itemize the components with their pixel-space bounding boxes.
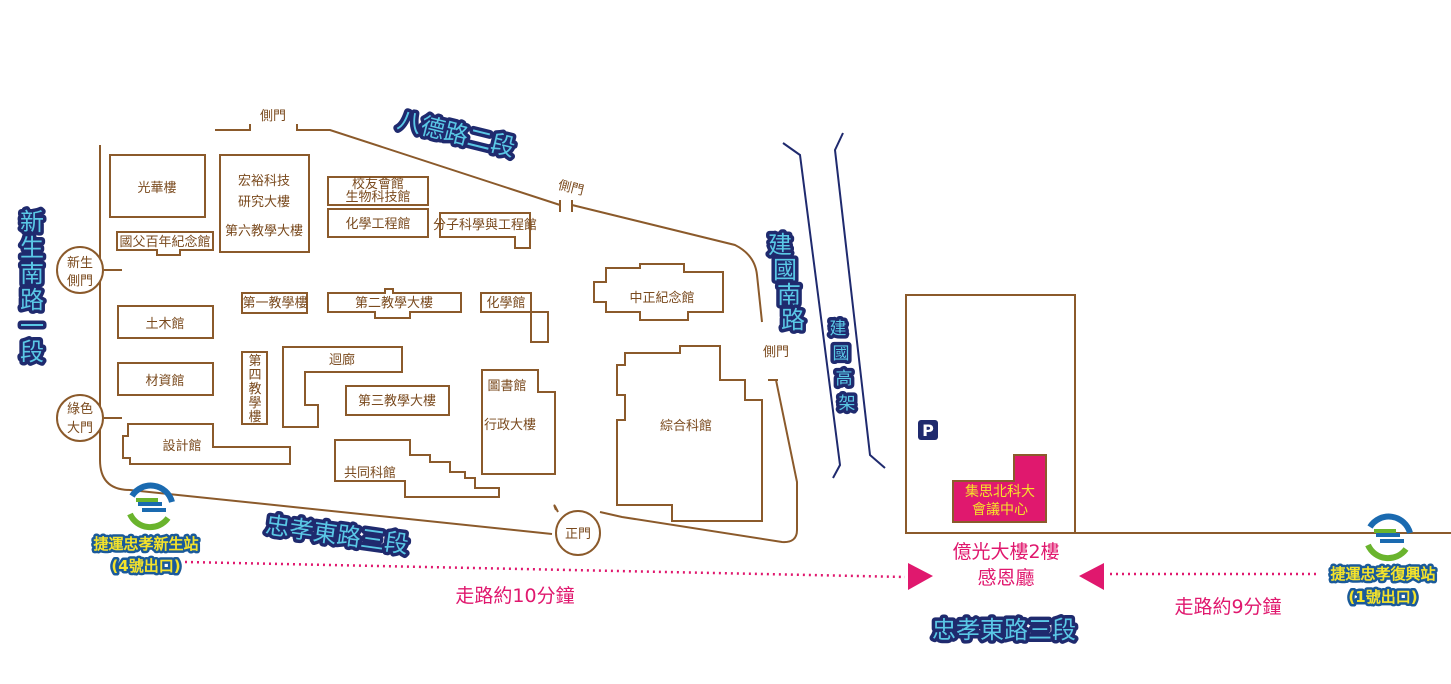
xinsheng-side-gate-label-1: 新生 (67, 255, 93, 271)
main-gate (555, 510, 601, 556)
label-general: 共同科館 (344, 466, 396, 481)
green-gate (56, 394, 104, 442)
road-char: 生 (20, 234, 44, 262)
label-alumni-2: 生物科技館 (345, 190, 410, 205)
arrow-left-icon (1079, 563, 1104, 590)
walk-time-left: 走路約10分鐘 (455, 585, 574, 607)
label-admin: 行政大樓 (484, 418, 536, 433)
label-chiang: 中正紀念館 (629, 290, 694, 306)
building-alumni (327, 176, 429, 206)
building-corridor (282, 346, 403, 428)
label-hongyu-2: 研究大樓 (238, 195, 290, 210)
label-sun-yat-sen: 國父百年紀念館 (119, 234, 210, 250)
venue-building-label-1: 億光大樓2樓 (952, 541, 1059, 563)
road-jianguo-viaduct: 建 國 高 架 (826, 316, 859, 418)
building-second (327, 288, 462, 319)
building-design (122, 423, 291, 465)
road-jianguo-south: 建 國 南 路 (765, 228, 809, 338)
road-zhongxiao-right: 忠孝東路三段 (932, 616, 1076, 644)
building-hongyu (219, 154, 310, 253)
arrow-right-icon (908, 563, 933, 590)
conference-center (952, 454, 1047, 523)
label-design: 設計館 (162, 438, 201, 454)
building-fourth (241, 351, 268, 425)
mrt-logo-icon (1365, 513, 1413, 562)
label-fourth-char: 教 (248, 381, 261, 397)
building-chem-eng (327, 208, 429, 238)
walk-route-left (184, 560, 906, 579)
parking-icon (918, 420, 938, 440)
label-fourth: 第 四 教 學 樓 (248, 354, 261, 425)
building-civil (117, 305, 214, 339)
mrt-logo-icon (127, 482, 175, 531)
building-third (345, 385, 450, 416)
road-xinsheng: 新 生 南 路 一 段 (17, 205, 48, 370)
road-char: 南 (777, 281, 801, 309)
label-corridor: 迴廊 (329, 352, 355, 368)
label-first: 第一教學樓 (242, 295, 307, 311)
label-chemistry: 化學館 (486, 296, 525, 311)
building-chiang (593, 263, 724, 321)
road-char: 一 (20, 312, 44, 340)
viaduct-west-edge (782, 142, 842, 479)
building-first (241, 292, 308, 314)
walk-time-right: 走路約9分鐘 (1174, 596, 1281, 618)
label-chem-eng: 化學工程館 (345, 217, 410, 232)
building-chemistry (480, 292, 549, 343)
road-char: 南 (20, 260, 44, 288)
road-char: 國 (833, 344, 850, 364)
green-gate-label-1: 綠色 (67, 401, 93, 417)
xinsheng-side-gate-label-2: 側門 (67, 274, 93, 289)
label-fourth-char: 第 (248, 354, 261, 369)
building-sun-yat-sen (116, 231, 214, 256)
building-comprehensive (616, 345, 763, 522)
road-char: 建 (830, 319, 847, 339)
venue-building-label-2: 感恩廳 (977, 567, 1034, 589)
road-char: 段 (20, 338, 44, 366)
xinsheng-side-gate (56, 246, 104, 294)
road-char: 國 (773, 256, 797, 284)
label-materials: 材資館 (145, 374, 184, 389)
main-gate-label: 正門 (565, 527, 591, 542)
road-bade: 八德路二段 (395, 106, 518, 162)
label-third: 第三教學大樓 (358, 393, 436, 409)
station-right-exit: (1號出口) (1348, 588, 1417, 606)
parking-label: P (922, 421, 934, 440)
side-gate-top-label: 側門 (260, 109, 286, 124)
label-guanghua: 光華樓 (137, 181, 176, 196)
road-char: 新 (20, 208, 44, 236)
building-guanghua (109, 154, 206, 218)
side-gate-east-label: 側門 (763, 345, 789, 360)
label-fourth-char: 學 (248, 396, 261, 411)
building-molecular (439, 212, 531, 249)
station-left-name: 捷運忠孝新生站 (93, 535, 198, 553)
label-second: 第二教學大樓 (355, 295, 433, 311)
station-left-exit: (4號出口) (111, 557, 180, 575)
building-library-admin (481, 369, 556, 475)
label-alumni-1: 校友會館 (352, 176, 404, 192)
road-char: 路 (20, 286, 44, 314)
label-molecular: 分子科學與工程館 (433, 218, 537, 233)
road-char: 建 (768, 231, 792, 259)
building-materials (117, 362, 214, 396)
conference-center-label-1: 集思北科大 (965, 483, 1035, 500)
label-comprehensive: 綜合科館 (660, 419, 712, 434)
label-fourth-char: 四 (248, 368, 261, 383)
label-civil: 土木館 (145, 317, 184, 332)
green-gate-label-2: 大門 (67, 421, 93, 436)
road-char: 架 (839, 394, 856, 414)
road-zhongxiao-left: 忠孝東路三段 (264, 511, 410, 559)
building-general (334, 439, 500, 498)
label-fourth-char: 樓 (248, 410, 261, 425)
conference-center-label-2: 會議中心 (972, 501, 1028, 518)
viaduct-east-edge (833, 132, 886, 469)
station-right-name: 捷運忠孝復興站 (1330, 565, 1435, 583)
road-char: 路 (781, 306, 805, 334)
campus-boundary (99, 124, 798, 544)
side-gate-bade-label: 側門 (556, 178, 585, 199)
road-char: 高 (836, 369, 853, 389)
label-sixth: 第六教學大樓 (225, 223, 303, 239)
label-library: 圖書館 (487, 379, 526, 394)
label-hongyu-1: 宏裕科技 (238, 174, 290, 189)
